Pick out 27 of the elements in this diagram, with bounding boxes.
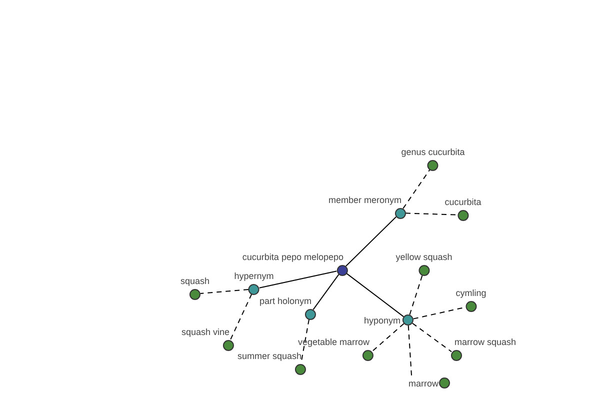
node-label: member meronym — [328, 194, 402, 204]
node-label: part holonym — [259, 296, 312, 306]
dashed-line — [405, 212, 458, 216]
node-label: cucurbita — [444, 196, 482, 206]
node-label: cymling — [456, 288, 486, 298]
node-label: yellow squash — [396, 252, 452, 262]
node-label: summer squash — [237, 350, 302, 360]
line — [258, 270, 338, 288]
node-label: genus cucurbita — [401, 146, 465, 156]
node-label: hypernym — [234, 270, 274, 280]
node-label: marrow — [408, 378, 439, 388]
dashed-line — [372, 323, 404, 352]
node-label: squash — [180, 276, 210, 286]
node-label: hyponym — [364, 315, 400, 325]
dashed-line — [409, 274, 423, 316]
dashed-line — [412, 322, 452, 352]
dashed-line — [230, 294, 252, 340]
line — [345, 216, 397, 267]
dashed-line — [402, 169, 430, 209]
line — [346, 272, 404, 318]
node-label: marrow squash — [454, 336, 516, 346]
node-label: vegetable marrow — [298, 336, 370, 346]
dashed-line — [408, 325, 412, 378]
dashed-line — [200, 288, 250, 294]
node-label: cucurbita pepo melopepo — [242, 252, 344, 262]
line — [312, 274, 340, 310]
node-label: squash vine — [181, 326, 230, 336]
